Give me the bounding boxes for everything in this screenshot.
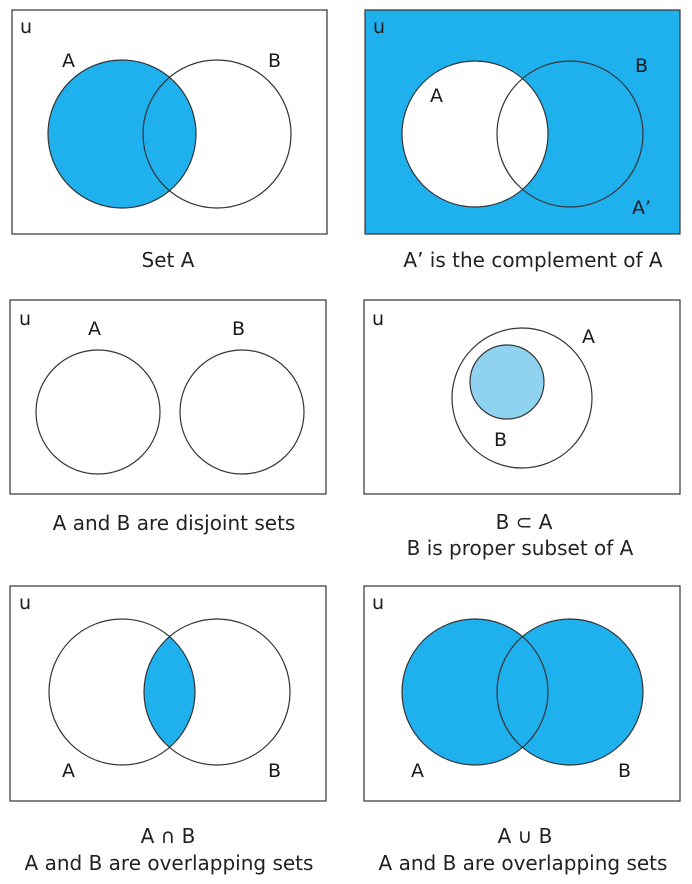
caption: A and B are overlapping sets <box>25 851 314 875</box>
set-a-label: A <box>411 760 424 782</box>
panel-union: u A B A ∪ B A and B are overlapping sets <box>363 585 681 875</box>
universe-label: u <box>19 308 31 330</box>
caption: B is proper subset of A <box>407 536 634 560</box>
set-a-label: A <box>582 326 595 348</box>
set-b-label: B <box>494 429 507 451</box>
set-b-label: B <box>268 760 281 782</box>
set-b-label: B <box>232 318 245 340</box>
set-a-circle-white <box>401 60 549 208</box>
set-b-circle-filled <box>469 344 545 420</box>
panel-set-a: u A B Set A <box>11 9 328 272</box>
panel-intersection: u A B A ∩ B A and B are overlapping sets <box>9 585 327 875</box>
universe-label: u <box>372 592 384 614</box>
complement-label: A’ <box>632 197 651 219</box>
set-b-label: B <box>268 50 281 72</box>
universe-label: u <box>373 16 385 38</box>
set-b-label: B <box>635 55 648 77</box>
set-a-circle-filled <box>47 59 197 209</box>
set-b-circle <box>143 618 291 766</box>
set-b-circle <box>496 618 644 766</box>
intersection-region <box>144 619 195 765</box>
caption-symbol: B ⊂ A <box>496 510 553 534</box>
set-b-circle <box>496 60 644 208</box>
caption-symbol: A ∩ B <box>141 824 196 848</box>
caption: A and B are overlapping sets <box>379 851 668 875</box>
set-a-circle <box>35 349 161 475</box>
universe-label: u <box>372 308 384 330</box>
caption: A’ is the complement of A <box>403 248 662 272</box>
set-a-label: A <box>62 760 75 782</box>
panel-complement: u A B A’ A’ is the complement of A <box>364 9 681 272</box>
set-b-fill <box>497 619 643 765</box>
panel-disjoint: u A B A and B are disjoint sets <box>9 299 327 535</box>
caption: Set A <box>142 248 195 272</box>
set-a-circle <box>48 618 196 766</box>
set-a-label: A <box>88 318 101 340</box>
set-a-circle <box>401 618 549 766</box>
set-a-circle <box>451 327 593 469</box>
universe-frame <box>9 299 327 495</box>
set-a-label: A <box>62 50 75 72</box>
set-b-circle <box>142 59 292 209</box>
set-b-circle <box>179 349 305 475</box>
set-a-label: A <box>430 85 443 107</box>
caption: A and B are disjoint sets <box>53 511 296 535</box>
set-b-label: B <box>618 760 631 782</box>
caption-symbol: A ∪ B <box>498 824 553 848</box>
universe-label: u <box>20 16 32 38</box>
universe-label: u <box>19 592 31 614</box>
panel-subset: u A B B ⊂ A B is proper subset of A <box>363 299 681 560</box>
